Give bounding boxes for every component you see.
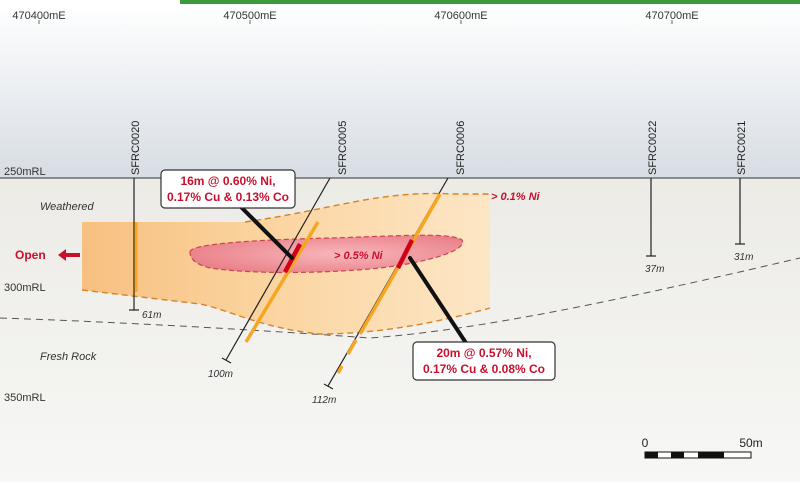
open-arrow-icon: [58, 249, 80, 261]
intercept-low-grade-tail: [336, 365, 344, 374]
top-strip-white: [0, 0, 180, 4]
scale-segment: [645, 452, 658, 458]
hole-depth-label: 112m: [312, 395, 336, 406]
hole-label: SFRC0021: [736, 121, 748, 175]
envelope-top-outline: [244, 192, 490, 223]
hole-depth-label: 61m: [142, 310, 161, 321]
scale-end-label: 50m: [739, 436, 762, 450]
callout-line-1: 16m @ 0.60% Ni,: [180, 174, 275, 188]
fresh-rock-zone-label: Fresh Rock: [40, 351, 97, 363]
intercept-callout-sfrc0005: 16m @ 0.60% Ni, 0.17% Cu & 0.13% Co: [160, 169, 296, 260]
open-label: Open: [15, 248, 46, 262]
hole-trace: [225, 177, 331, 361]
weathered-zone-label: Weathered: [40, 201, 94, 213]
callout-line-1: 20m @ 0.57% Ni,: [436, 346, 531, 360]
hole-depth-label: 31m: [734, 252, 753, 263]
intercept-callout-sfrc0006: 20m @ 0.57% Ni, 0.17% Cu & 0.08% Co: [408, 256, 556, 381]
open-arrow-group: Open: [15, 248, 80, 262]
easting-label: 470700mE: [645, 10, 698, 22]
rl-label-250: 250mRL: [4, 166, 46, 178]
hole-depth-label: 37m: [645, 264, 664, 275]
intercept-low-grade-tail: [244, 331, 254, 343]
outer-grade-label: > 0.1% Ni: [491, 191, 541, 203]
drill-hole-sfrc0020: SFRC0020 61m: [129, 121, 161, 321]
easting-axis: 470400mE 470500mE 470600mE 470700mE: [12, 10, 699, 24]
drill-hole-sfrc0006: SFRC0006 112m: [312, 121, 467, 406]
intercept-low-grade: [250, 221, 320, 333]
easting-label: 470400mE: [12, 10, 65, 22]
hole-label: SFRC0006: [455, 121, 467, 175]
hole-label: SFRC0022: [647, 121, 659, 175]
callout-leader: [238, 204, 294, 260]
intercept-low-grade-tail: [346, 339, 358, 355]
hole-label: SFRC0020: [130, 121, 142, 175]
callout-box: [412, 341, 556, 381]
rl-label-300: 300mRL: [4, 282, 46, 294]
scale-bar: 0 50m: [642, 436, 763, 459]
callout-line-2: 0.17% Cu & 0.08% Co: [423, 362, 545, 376]
scale-start-label: 0: [642, 436, 649, 450]
hole-end-tick: [221, 357, 232, 364]
envelope-bottom-outline: [81, 289, 491, 335]
top-green-bar: [180, 0, 800, 4]
intercept-high-grade: [395, 238, 415, 270]
easting-label: 470600mE: [434, 10, 487, 22]
hole-end-tick: [323, 383, 334, 390]
hole-depth-label: 100m: [208, 369, 233, 380]
callout-line-2: 0.17% Cu & 0.13% Co: [167, 190, 289, 204]
callout-box: [160, 169, 296, 209]
sky-band: [0, 4, 800, 178]
inner-grade-label: > 0.5% Ni: [334, 250, 384, 262]
scale-segment: [671, 452, 684, 458]
high-grade-lens: [189, 234, 464, 274]
drill-hole-sfrc0022: SFRC0022 37m: [645, 121, 664, 275]
rl-label-350: 350mRL: [4, 392, 46, 404]
drill-hole-sfrc0021: SFRC0021 31m: [734, 121, 753, 263]
easting-label: 470500mE: [223, 10, 276, 22]
hole-label: SFRC0005: [337, 121, 349, 175]
weathering-boundary: [0, 257, 800, 339]
callout-leader: [408, 256, 470, 348]
scale-segment: [698, 452, 724, 458]
